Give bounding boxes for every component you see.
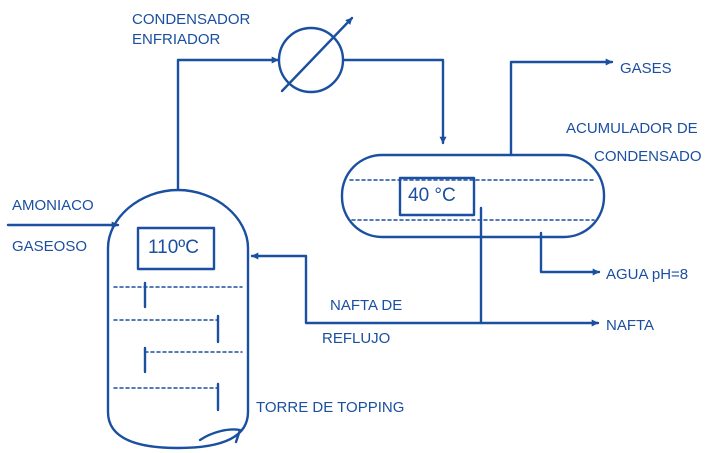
gases-label: GASES	[620, 60, 672, 77]
topping-tower	[106, 188, 250, 450]
condenser-label-line2: ENFRIADOR	[132, 31, 221, 48]
accumulator-temp-value: 40 °C	[408, 185, 456, 206]
accumulator-temp-box	[398, 176, 476, 217]
tower-temp-box	[136, 226, 216, 271]
condenser-label-line1: CONDENSADOR	[132, 11, 251, 28]
accumulator-drum	[340, 153, 606, 239]
accumulator-label-line1: ACUMULADOR DE	[566, 120, 698, 137]
water-line	[539, 231, 601, 276]
water-label: AGUA pH=8	[606, 266, 689, 283]
naphtha-label: NAFTA	[606, 317, 655, 334]
tower-trays	[113, 281, 243, 412]
accumulator-label-line2: CONDENSADO	[594, 148, 702, 165]
reflux-label-line2: REFLUJO	[322, 330, 391, 347]
heat-exchanger-icon	[280, 16, 354, 93]
reflux-label-line1: NAFTA DE	[330, 297, 403, 314]
ammonia-label-line1: AMONIACO	[12, 197, 94, 214]
gases-line	[509, 58, 614, 157]
naphtha-line	[479, 206, 600, 327]
condensate-line	[341, 58, 447, 145]
tower-label: TORRE DE TOPPING	[256, 399, 405, 416]
overhead-vapor-line	[176, 56, 280, 192]
ammonia-label-line2: GASEOSO	[12, 238, 88, 255]
tower-temp-value: 110ºC	[148, 237, 199, 258]
reflux-line	[250, 252, 483, 325]
tower-bottom-liquid	[198, 428, 242, 444]
